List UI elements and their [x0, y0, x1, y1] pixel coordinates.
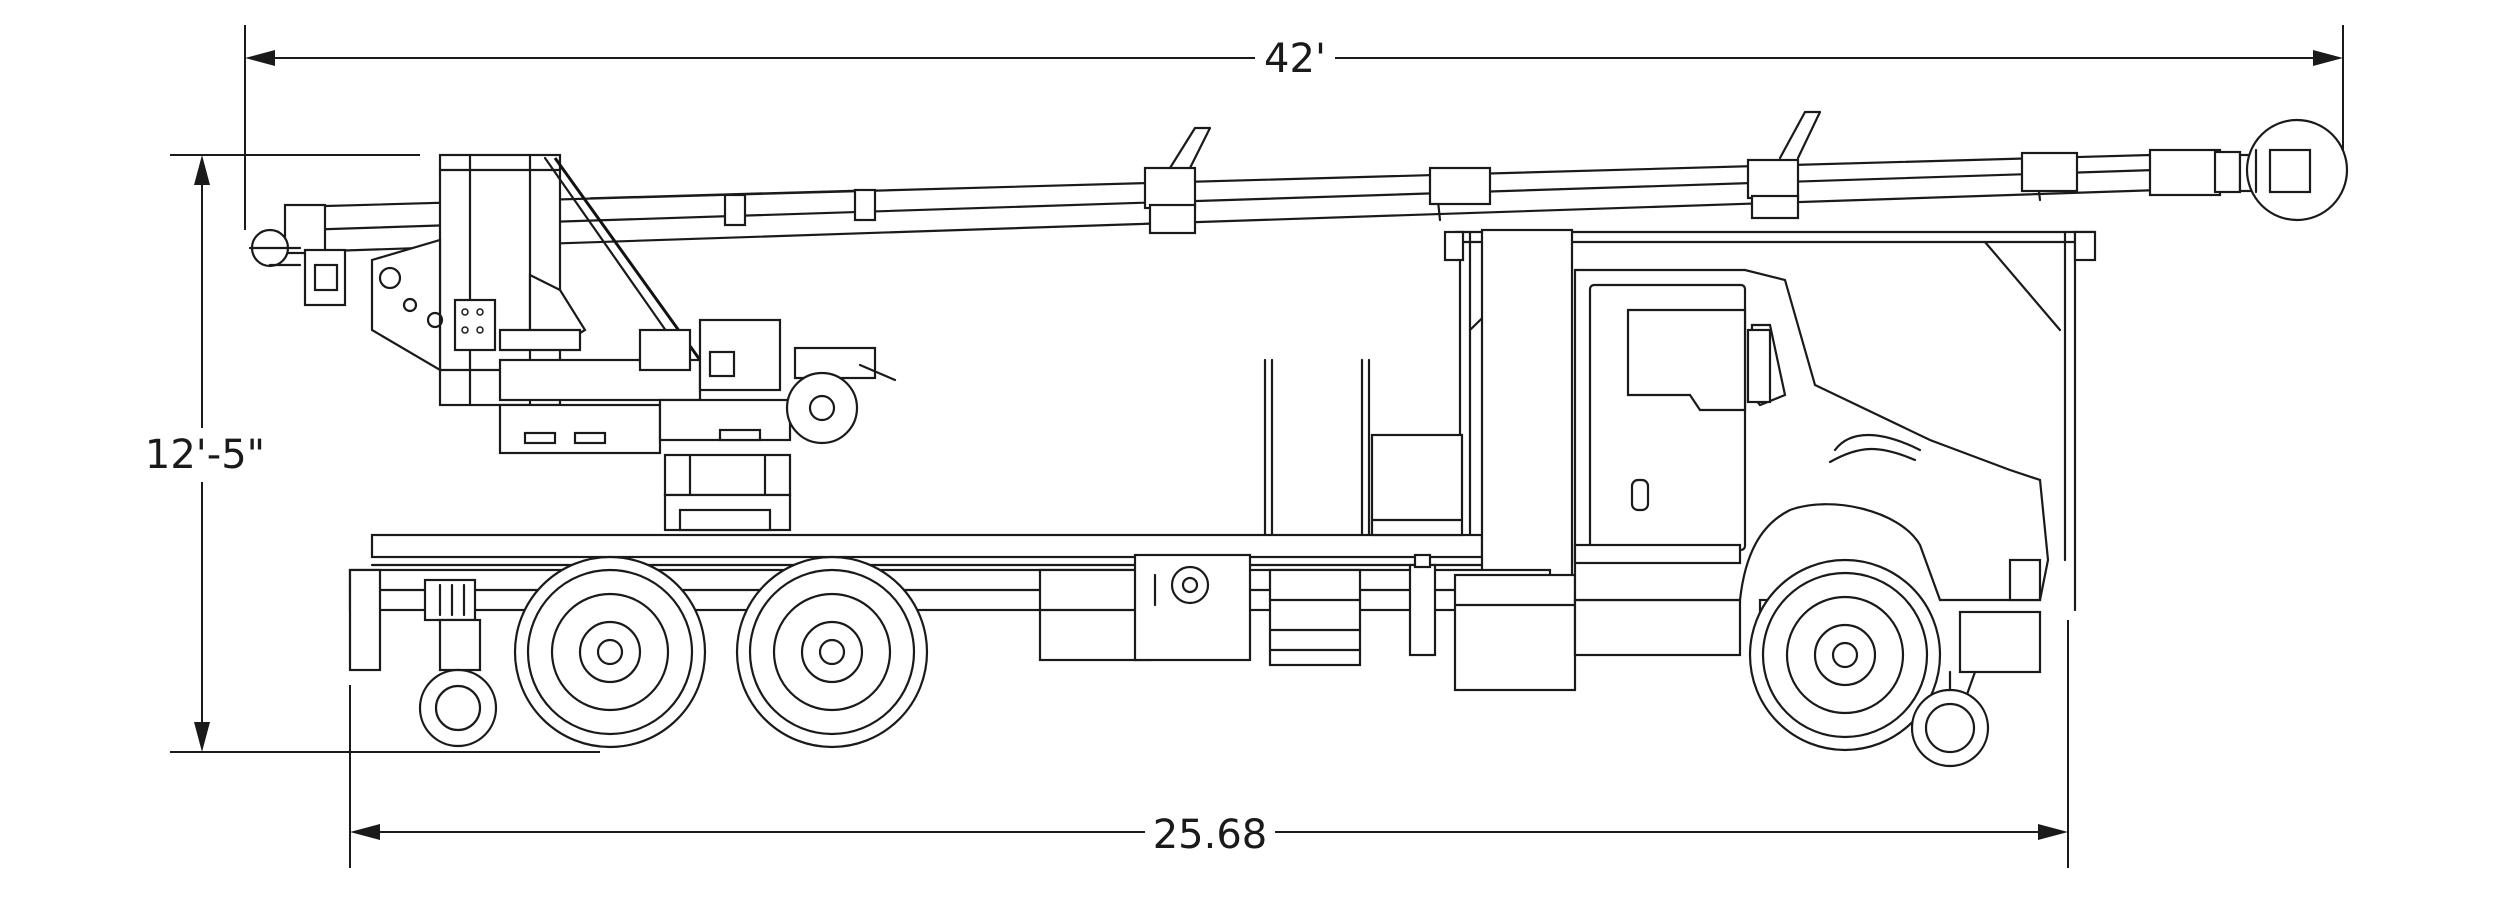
height-label: 12'-5": [145, 432, 265, 478]
crane-turret: [268, 153, 897, 532]
truck-cab: [1573, 268, 2050, 602]
wheelbase-length-label: 25.68: [1153, 812, 1268, 858]
rear-tandem-wheel-2: [735, 555, 929, 749]
dimension-overall-length: 42': [244, 25, 2344, 230]
rear-tandem-wheel-1: [513, 555, 707, 749]
dimension-height: 12'-5": [140, 154, 600, 753]
front-hi-rail-wheel: [1910, 670, 1990, 768]
telescopic-boom: [248, 110, 2349, 268]
overall-length-label: 42': [1264, 36, 1326, 82]
chassis-undercarriage: [348, 553, 2042, 702]
rear-hi-rail-wheel: [418, 668, 498, 748]
dimension-wheelbase-length: 25.68: [349, 620, 2069, 868]
front-wheel: [1748, 558, 1942, 752]
